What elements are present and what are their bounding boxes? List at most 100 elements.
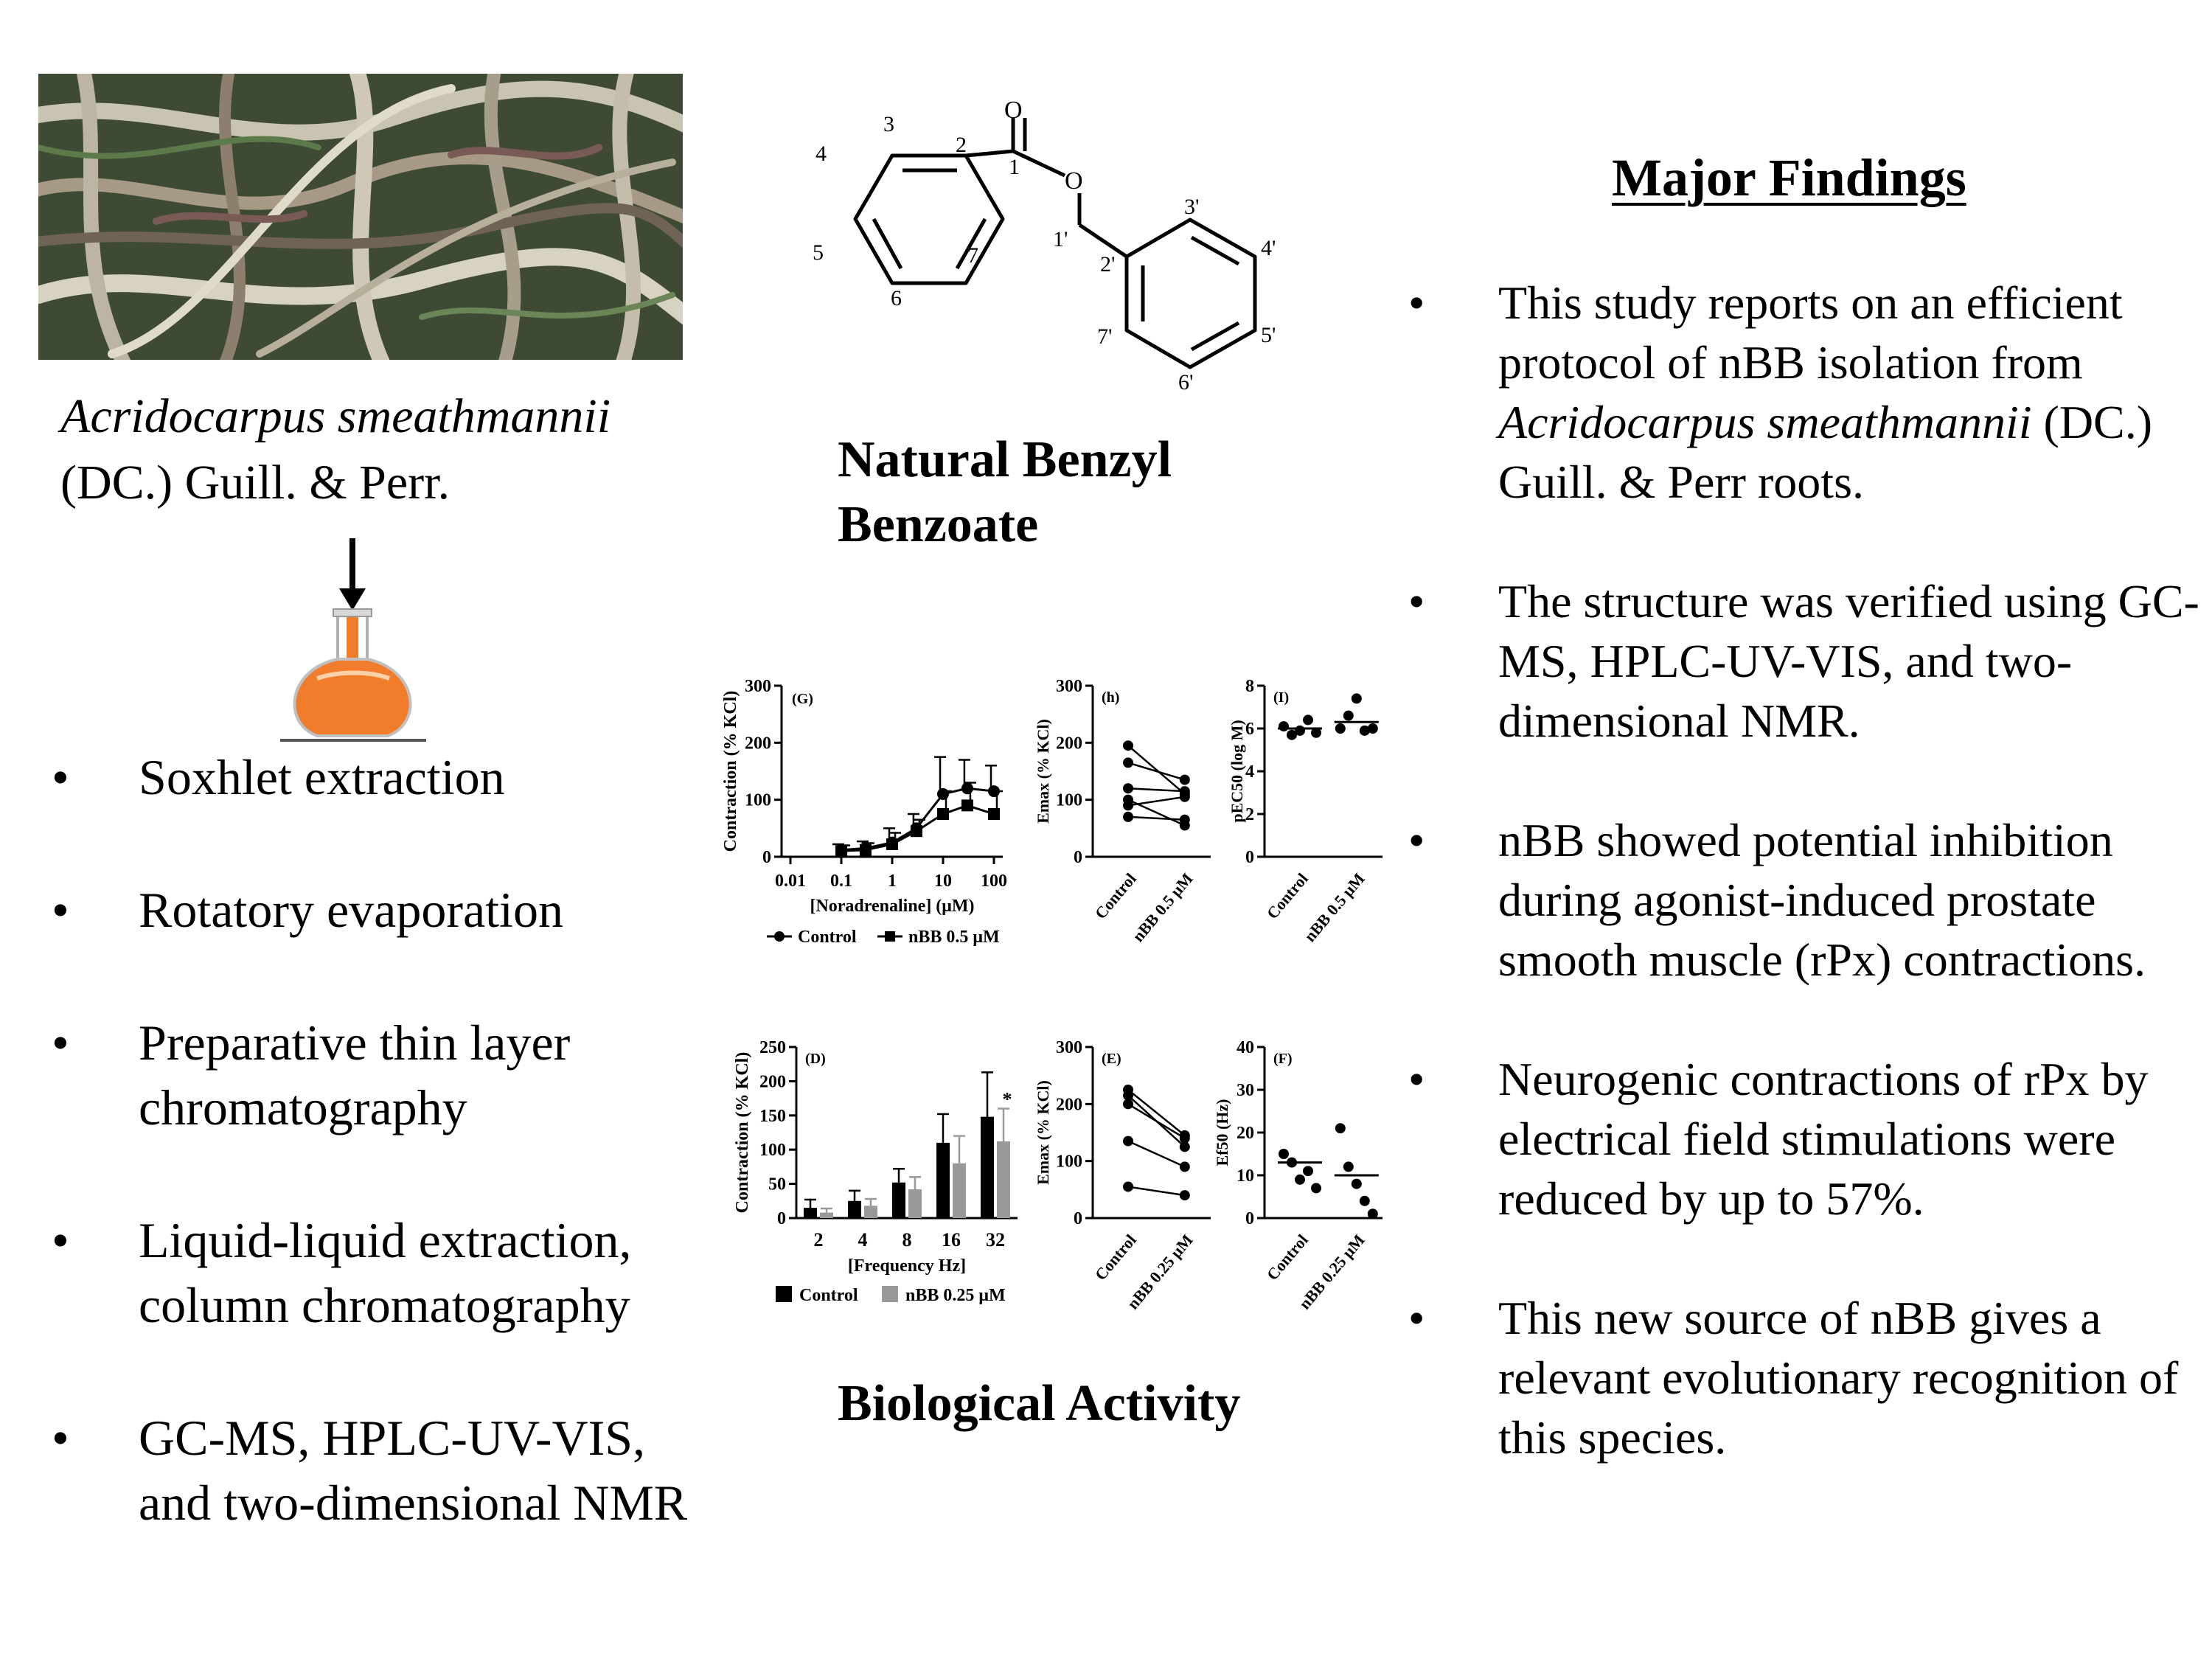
legend-label: Control bbox=[798, 928, 857, 947]
y-tick-label: 200 bbox=[759, 1072, 786, 1091]
legend-marker bbox=[774, 931, 785, 942]
data-point bbox=[988, 808, 1000, 820]
legend-swatch bbox=[776, 1286, 792, 1302]
data-point bbox=[961, 782, 973, 795]
bar bbox=[892, 1182, 905, 1218]
data-point bbox=[1179, 791, 1190, 802]
bar bbox=[981, 1116, 994, 1218]
atom-label: 7 bbox=[967, 243, 978, 268]
data-point bbox=[1179, 1190, 1190, 1201]
bar bbox=[997, 1141, 1010, 1218]
data-point bbox=[1295, 725, 1305, 736]
x-tick-label: 4 bbox=[858, 1229, 868, 1251]
y-tick-label: 0 bbox=[1074, 1209, 1082, 1228]
benzyl-benzoate-structure: O O 1 2 3 4 5 6 7 1' 2' 3' 4' 5' 6' 7' bbox=[813, 97, 1276, 394]
finding-item: •nBB showed potential inhibition during … bbox=[1408, 814, 2146, 986]
paired-line bbox=[1127, 1103, 1186, 1139]
y-tick-label: 100 bbox=[1056, 791, 1082, 810]
data-point bbox=[1123, 783, 1133, 794]
y-tick-label: 150 bbox=[759, 1107, 786, 1126]
finding-item: •The structure was verified using GC-MS,… bbox=[1408, 575, 2199, 747]
atom-label: 1 bbox=[1009, 155, 1020, 179]
x-tick-label: Control bbox=[1091, 869, 1140, 922]
y-tick-label: 50 bbox=[768, 1175, 786, 1194]
data-point bbox=[1359, 725, 1370, 736]
bar bbox=[936, 1142, 950, 1218]
species-label: Acridocarpus smeathmannii (DC.) Guill. &… bbox=[60, 383, 611, 516]
atom-label: 3 bbox=[883, 112, 894, 136]
panel-label: (E) bbox=[1102, 1051, 1121, 1067]
data-point bbox=[1367, 1208, 1378, 1220]
data-point bbox=[1359, 1195, 1370, 1206]
y-tick-label: 20 bbox=[1237, 1124, 1254, 1143]
x-tick-label: Control bbox=[1263, 1231, 1312, 1284]
data-point bbox=[1123, 740, 1133, 751]
data-point bbox=[1295, 1174, 1305, 1185]
compound-title: Natural Benzyl Benzoate bbox=[838, 431, 1172, 553]
bar bbox=[804, 1208, 817, 1218]
data-point bbox=[1179, 1161, 1190, 1172]
x-tick-label: 1 bbox=[888, 872, 897, 891]
y-tick-label: 100 bbox=[1056, 1152, 1082, 1172]
y-tick-label: 40 bbox=[1237, 1038, 1254, 1057]
y-tick-label: 0 bbox=[1074, 848, 1082, 867]
biological-activity-title: Biological Activity bbox=[838, 1375, 1241, 1432]
y-tick-label: 0 bbox=[777, 1209, 786, 1228]
data-point bbox=[1343, 710, 1354, 721]
data-point bbox=[835, 845, 847, 858]
x-tick-label: 0.1 bbox=[830, 872, 852, 891]
y-axis-label: Emax (% KCl) bbox=[1034, 719, 1052, 824]
panel-label: (h) bbox=[1102, 689, 1119, 706]
y-tick-label: 100 bbox=[745, 791, 771, 810]
y-tick-label: 4 bbox=[1245, 762, 1254, 782]
findings-heading: Major Findings bbox=[1612, 148, 1966, 207]
data-point bbox=[1311, 1183, 1321, 1194]
bar bbox=[820, 1212, 833, 1218]
method-item: •Preparative thin layer chromatography bbox=[52, 1015, 571, 1135]
data-point bbox=[1303, 1166, 1313, 1177]
data-point bbox=[910, 825, 922, 838]
y-axis-label: Ef50 (Hz) bbox=[1213, 1099, 1231, 1166]
data-point bbox=[1367, 723, 1378, 734]
data-point bbox=[1303, 714, 1313, 726]
data-point bbox=[1351, 693, 1362, 704]
findings-list: •This study reports on an efficient prot… bbox=[1408, 273, 2205, 1527]
y-tick-label: 300 bbox=[1056, 677, 1082, 696]
atom-label: 3' bbox=[1184, 195, 1199, 219]
data-point bbox=[1179, 1141, 1190, 1152]
y-tick-label: 300 bbox=[745, 677, 771, 696]
bar bbox=[908, 1189, 922, 1218]
data-point bbox=[1179, 1133, 1190, 1144]
bar bbox=[848, 1200, 861, 1218]
method-item: •Liquid-liquid extraction, column chroma… bbox=[52, 1212, 632, 1333]
y-tick-label: 300 bbox=[1056, 1038, 1082, 1057]
y-axis-label: Contraction (% KCl) bbox=[721, 691, 740, 852]
y-axis-label: Emax (% KCl) bbox=[1034, 1080, 1052, 1185]
y-tick-label: 0 bbox=[1245, 1209, 1254, 1228]
x-tick-label: Control bbox=[1091, 1231, 1140, 1284]
x-tick-label: 8 bbox=[902, 1229, 912, 1251]
atom-label: O bbox=[1065, 167, 1083, 195]
data-point bbox=[1123, 811, 1133, 822]
legend-marker bbox=[885, 931, 895, 942]
x-axis-label: [Frequency Hz] bbox=[848, 1256, 966, 1276]
bar bbox=[864, 1206, 877, 1218]
atom-label: 2 bbox=[956, 133, 967, 157]
y-tick-label: 10 bbox=[1237, 1166, 1254, 1186]
x-tick-label: 100 bbox=[981, 872, 1007, 891]
x-tick-label: 16 bbox=[942, 1229, 961, 1251]
data-point bbox=[1279, 1149, 1289, 1159]
data-point bbox=[1123, 800, 1133, 811]
y-tick-label: 8 bbox=[1245, 677, 1254, 696]
method-item: •Rotatory evaporation bbox=[52, 882, 563, 938]
data-point bbox=[1179, 814, 1190, 825]
atom-label: 5' bbox=[1261, 323, 1276, 347]
y-tick-label: 30 bbox=[1237, 1081, 1254, 1100]
paired-line bbox=[1127, 796, 1185, 807]
atom-label: 4' bbox=[1261, 236, 1276, 260]
atom-label: 6' bbox=[1178, 370, 1193, 394]
y-tick-label: 250 bbox=[759, 1038, 786, 1057]
legend-swatch bbox=[882, 1286, 898, 1302]
data-point bbox=[1279, 721, 1289, 732]
data-point bbox=[886, 838, 898, 850]
